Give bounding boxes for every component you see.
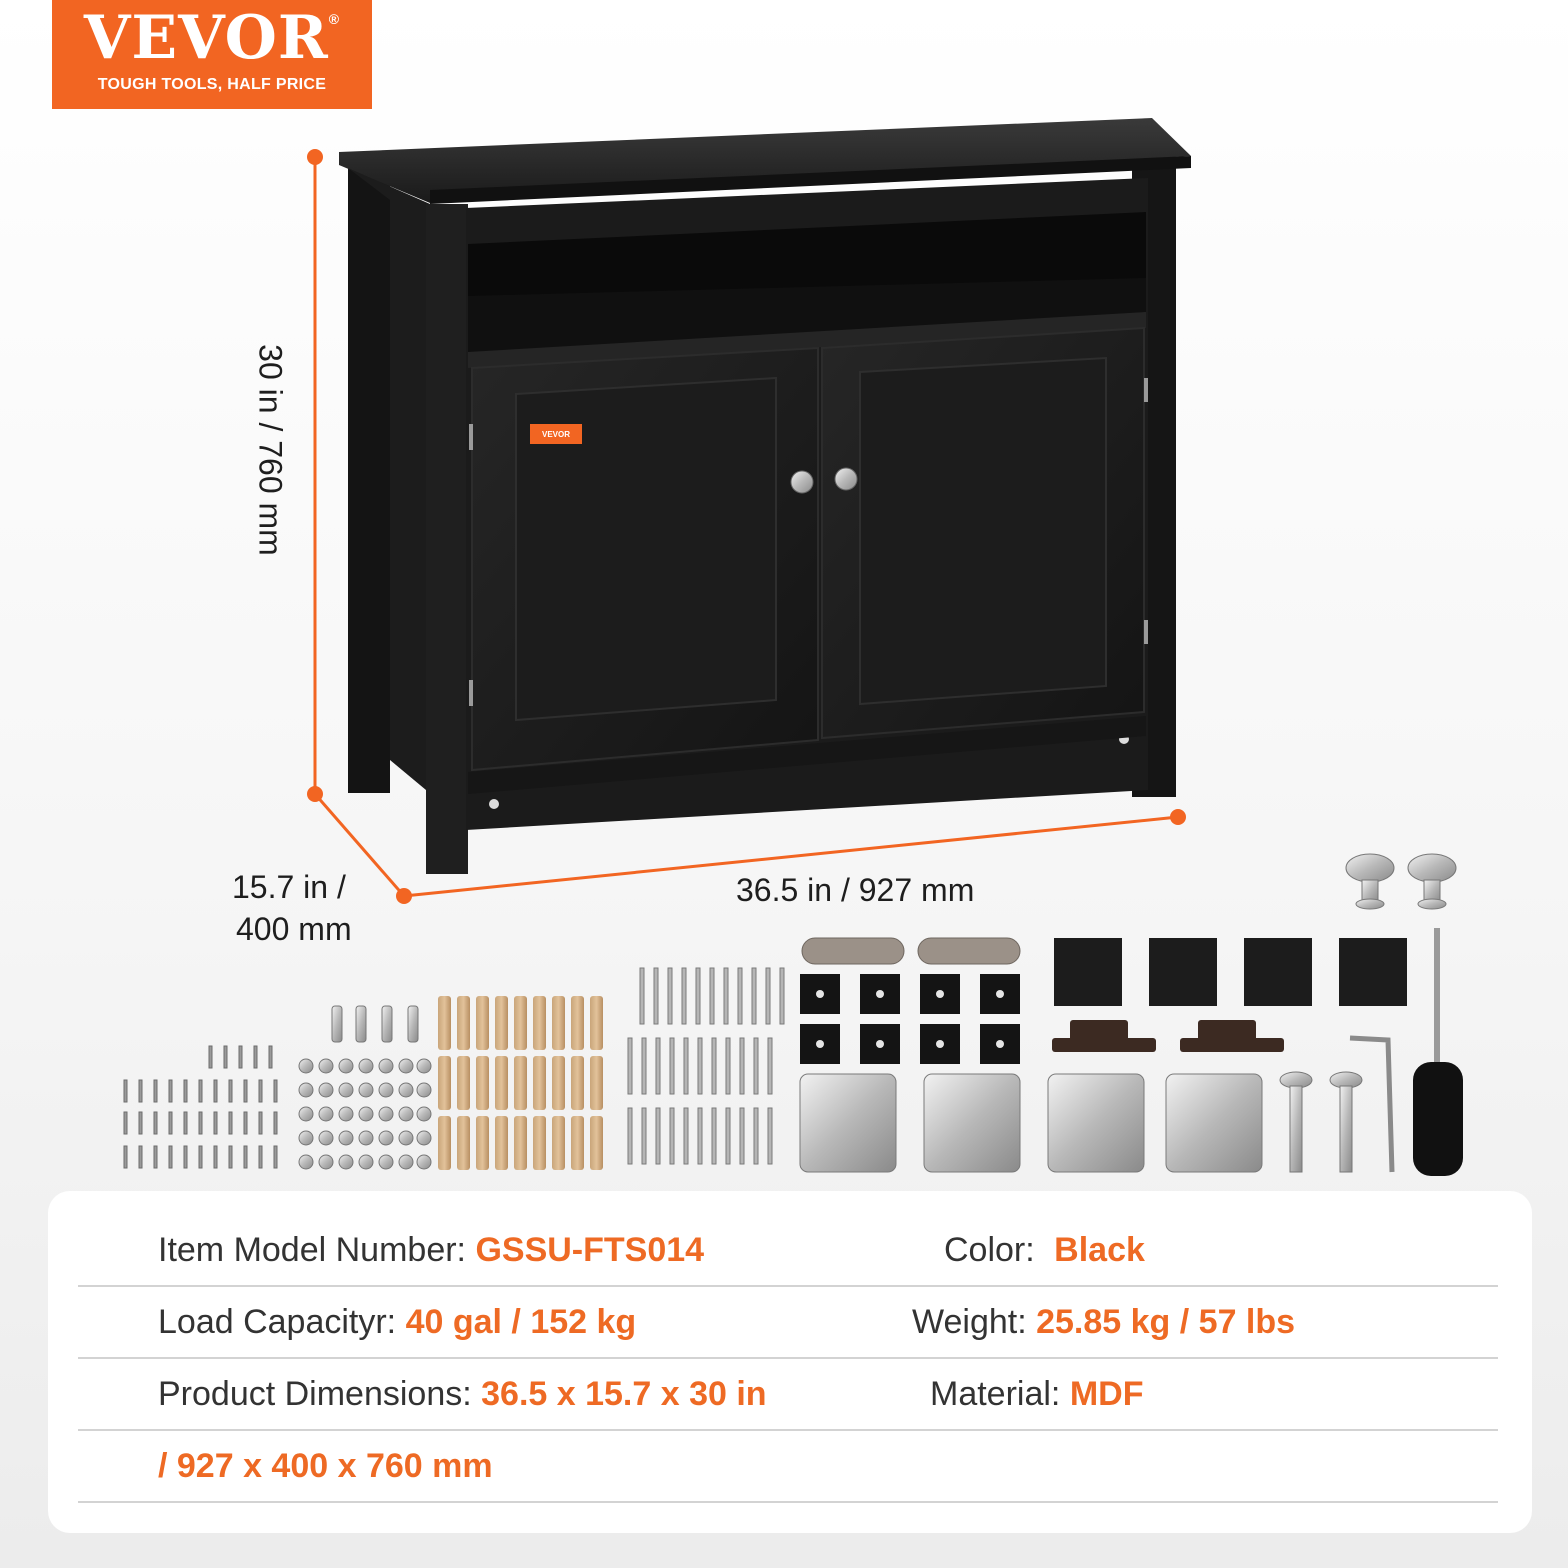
cam-locks-icon	[298, 1058, 432, 1170]
spec-row-dimensions: Product Dimensions: 36.5 x 15.7 x 30 in …	[78, 1357, 1498, 1431]
spec-row-dimensions-cont: / 927 x 400 x 760 mm	[78, 1429, 1498, 1503]
brand-name: VEVOR	[83, 3, 329, 73]
load-label: Load Capacityr:	[158, 1303, 397, 1341]
spec-row-load: Load Capacityr: 40 gal / 152 kg Weight: …	[78, 1285, 1498, 1359]
dimensions-value: 36.5 x 15.7 x 30 in	[481, 1375, 767, 1413]
dimension-lines	[307, 149, 1186, 904]
depth-dimension-label: 15.7 in / 400 mm	[232, 866, 352, 950]
load-value: 40 gal / 152 kg	[405, 1303, 637, 1341]
cam-bolts-icon	[627, 967, 785, 1165]
brand-logo: VEVOR® TOUGH TOOLS, HALF PRICE	[52, 0, 372, 109]
magnet-catches-icon	[1052, 1020, 1284, 1052]
model-value: GSSU-FTS014	[475, 1231, 705, 1269]
color-label: Color:	[944, 1231, 1035, 1269]
screws-icon	[123, 1045, 278, 1169]
height-dimension-label: 30 in / 760 mm	[252, 344, 289, 556]
door-buffers-icon	[800, 974, 1020, 1064]
registered-mark: ®	[328, 11, 341, 27]
screwdriver-icon	[1413, 928, 1463, 1176]
material-value: MDF	[1069, 1375, 1144, 1413]
foam-pads-icon	[1054, 938, 1407, 1006]
machine-screws-icon	[1279, 1071, 1363, 1173]
model-label: Item Model Number:	[158, 1231, 466, 1269]
depth-dimension-line1: 15.7 in /	[232, 869, 346, 905]
accessories	[123, 853, 1463, 1176]
depth-dimension-line2: 400 mm	[236, 911, 352, 947]
product-illustration: VEVOR	[123, 118, 1463, 1176]
cabinet: VEVOR	[339, 118, 1191, 874]
material-label: Material:	[930, 1375, 1061, 1413]
dimensions-label: Product Dimensions:	[158, 1375, 472, 1413]
brand-tagline: TOUGH TOOLS, HALF PRICE	[97, 76, 327, 93]
spec-row-model: Item Model Number: GSSU-FTS014 Color: Bl…	[78, 1213, 1498, 1287]
connector-plates-icon	[801, 937, 1021, 965]
hex-key-icon	[1349, 1035, 1395, 1173]
hinges-icon	[799, 1073, 1263, 1173]
knobs-icon	[1345, 853, 1457, 910]
specs-panel: Item Model Number: GSSU-FTS014 Color: Bl…	[48, 1191, 1532, 1533]
wooden-dowels-icon	[438, 996, 603, 1170]
weight-value: 25.85 kg / 57 lbs	[1036, 1303, 1296, 1341]
weight-label: Weight:	[912, 1303, 1027, 1341]
dimensions-value-metric: / 927 x 400 x 760 mm	[158, 1447, 493, 1485]
width-dimension-label: 36.5 in / 927 mm	[736, 872, 975, 908]
shelf-pins-icon	[331, 1005, 419, 1043]
color-value: Black	[1054, 1231, 1145, 1269]
door-badge: VEVOR	[542, 430, 570, 439]
